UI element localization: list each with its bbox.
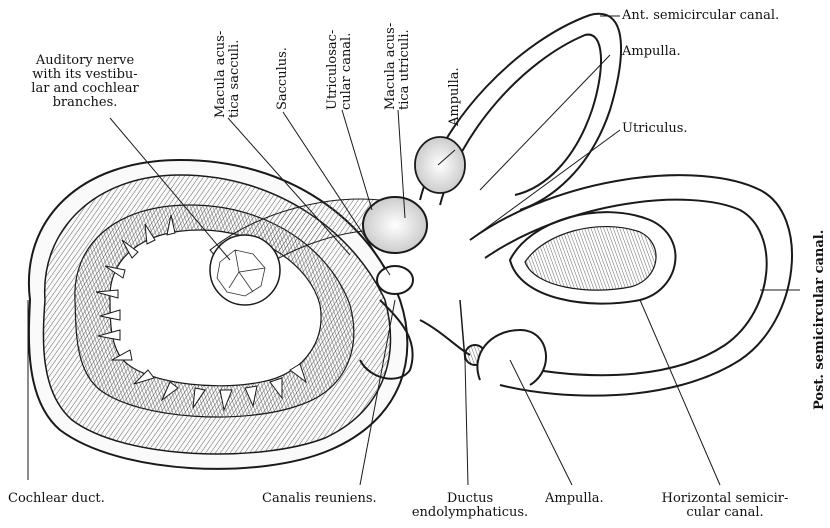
label-ant-semicircular-canal: Ant. semicircular canal. — [622, 9, 779, 23]
label-ampulla-vertical: Ampulla. — [448, 67, 462, 126]
label-ductus-endolymphaticus: Ductus endolymphaticus. — [395, 492, 545, 520]
label-auditory-nerve: Auditory nerve with its vestibu- lar and… — [10, 54, 160, 110]
label-ampulla-top: Ampulla. — [622, 45, 681, 59]
label-cochlear-duct: Cochlear duct. — [8, 492, 105, 506]
label-horizontal-semicircular-canal: Horizontal semicir- cular canal. — [640, 492, 810, 520]
semicircular-canals — [470, 175, 792, 395]
label-ampulla-bottom: Ampulla. — [545, 492, 604, 506]
label-utriculosaccular-canal: Utriculosac- cular canal. — [326, 30, 354, 110]
label-canalis-reuniens: Canalis reuniens. — [262, 492, 377, 506]
label-sacculus: Sacculus. — [276, 47, 290, 110]
ant-semicircular-canal — [415, 14, 621, 210]
label-utriculus: Utriculus. — [622, 122, 688, 136]
label-macula-utriculi: Macula acus- tica utriculi. — [384, 23, 412, 110]
label-macula-sacculi: Macula acus- tica sacculi. — [214, 31, 242, 118]
label-post-semicircular-canal: Post. semicircular canal. — [812, 230, 827, 410]
